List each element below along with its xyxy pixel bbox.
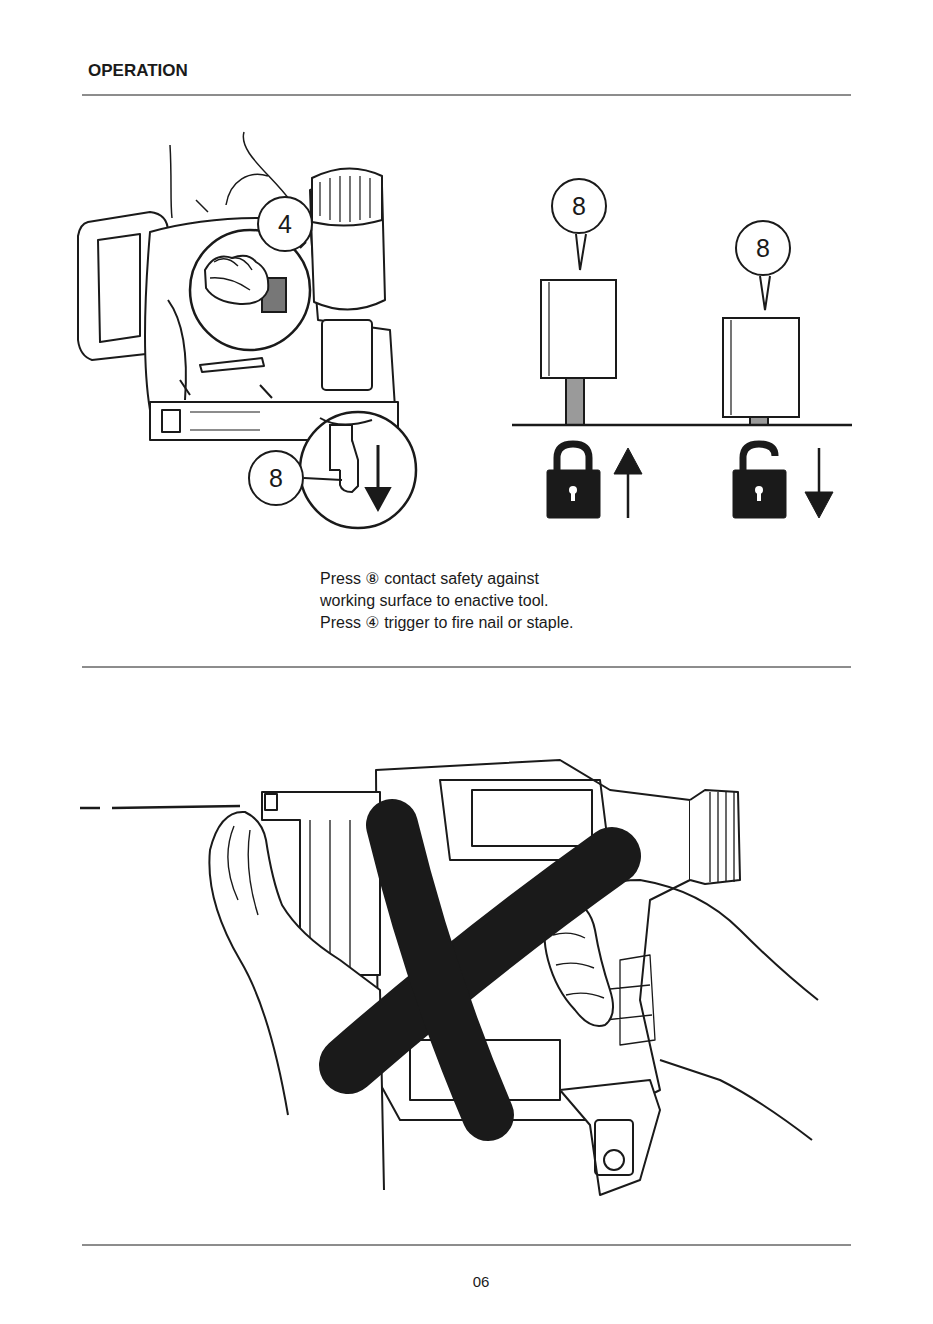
page-number: 06 — [441, 1272, 521, 1292]
direction-arrow — [627, 470, 630, 518]
callout-pointer — [304, 478, 342, 480]
rule-line — [82, 667, 851, 668]
hand-drawing — [553, 933, 604, 998]
padlock-icon — [743, 444, 775, 470]
nailer-drawing — [170, 145, 172, 218]
contact-safety-detail — [320, 418, 390, 510]
nailer-drawing — [265, 794, 277, 810]
nailer-drawing — [226, 174, 268, 205]
callout-pointer — [300, 234, 770, 480]
contact-safety-diagram — [730, 320, 731, 415]
trigger-detail — [210, 258, 252, 290]
contact-safety-diagram — [512, 280, 852, 425]
padlock-icon — [571, 491, 575, 501]
nailer-drawing — [180, 380, 272, 398]
rule-line — [82, 1245, 851, 1246]
padlock-icon — [557, 444, 589, 470]
padlock-icon — [547, 470, 600, 518]
nailer-drawing — [560, 1080, 660, 1195]
magnifier-circle — [300, 412, 416, 528]
contact-safety-diagram — [566, 378, 584, 425]
nailer-drawing — [80, 760, 740, 1195]
nailer-drawing — [472, 790, 592, 846]
callout-circle: 4 — [257, 196, 313, 252]
nailer-drawing — [196, 200, 208, 212]
contact-safety-diagram — [548, 282, 549, 376]
callout-pointer — [760, 276, 770, 310]
callout-circle: 8 — [735, 220, 791, 276]
nailer-drawing — [80, 806, 240, 808]
nailer-drawing — [98, 234, 140, 342]
prohibition-cross — [348, 825, 612, 1115]
callout-number: 8 — [551, 178, 607, 234]
rule-line — [82, 95, 851, 96]
nailer-drawing — [690, 790, 740, 884]
section-title: OPERATION — [88, 61, 188, 81]
nailer-drawing — [320, 176, 370, 222]
hand-drawing — [209, 812, 384, 1190]
direction-arrow — [614, 448, 642, 474]
nailer-drawing — [162, 410, 180, 432]
instruction-text: Press ④ trigger to fire nail or staple. — [320, 612, 620, 634]
callout-circle: 8 — [248, 450, 304, 506]
callout-circle: 8 — [551, 178, 607, 234]
callout-number: 8 — [735, 220, 791, 276]
contact-safety-detail — [366, 488, 390, 510]
contact-safety-diagram — [541, 280, 616, 378]
contact-safety-detail — [320, 418, 372, 425]
contact-safety-diagram — [512, 424, 852, 427]
contact-safety-detail — [340, 440, 358, 492]
nailer-drawing — [190, 412, 260, 430]
hand-drawing — [660, 1060, 812, 1140]
padlock-icon — [547, 444, 786, 518]
padlock-icon — [757, 491, 761, 501]
direction-arrow — [805, 492, 833, 518]
prohibition-cross — [392, 825, 488, 1115]
callout-outline — [552, 179, 606, 233]
contact-safety-detail — [377, 445, 380, 490]
padlock-icon — [733, 470, 786, 518]
nailer-drawing — [200, 358, 264, 372]
direction-arrow — [818, 448, 821, 495]
callout-outline — [249, 451, 303, 505]
contact-safety-diagram — [723, 318, 799, 417]
trigger-detail — [205, 256, 286, 312]
callout-number: 8 — [248, 450, 304, 506]
callout-outline — [258, 197, 312, 251]
callout-pointer — [576, 234, 586, 270]
trigger-detail — [205, 256, 268, 304]
magnifier-circle — [190, 230, 416, 528]
nailer-drawing — [595, 1120, 633, 1175]
callout-number: 4 — [257, 196, 313, 252]
hand-drawing — [209, 812, 818, 1190]
instruction-text: Press ⑧ contact safety against working s… — [320, 568, 570, 612]
nailer-drawing — [710, 792, 734, 882]
hand-drawing — [228, 826, 258, 915]
direction-arrow — [614, 448, 833, 518]
nailer-drawing — [78, 132, 398, 440]
nailer-drawing — [604, 1150, 624, 1170]
callout-outline — [736, 221, 790, 275]
nailer-drawing — [322, 320, 372, 390]
nailer-drawing — [312, 168, 382, 225]
rule-line — [82, 95, 851, 1245]
